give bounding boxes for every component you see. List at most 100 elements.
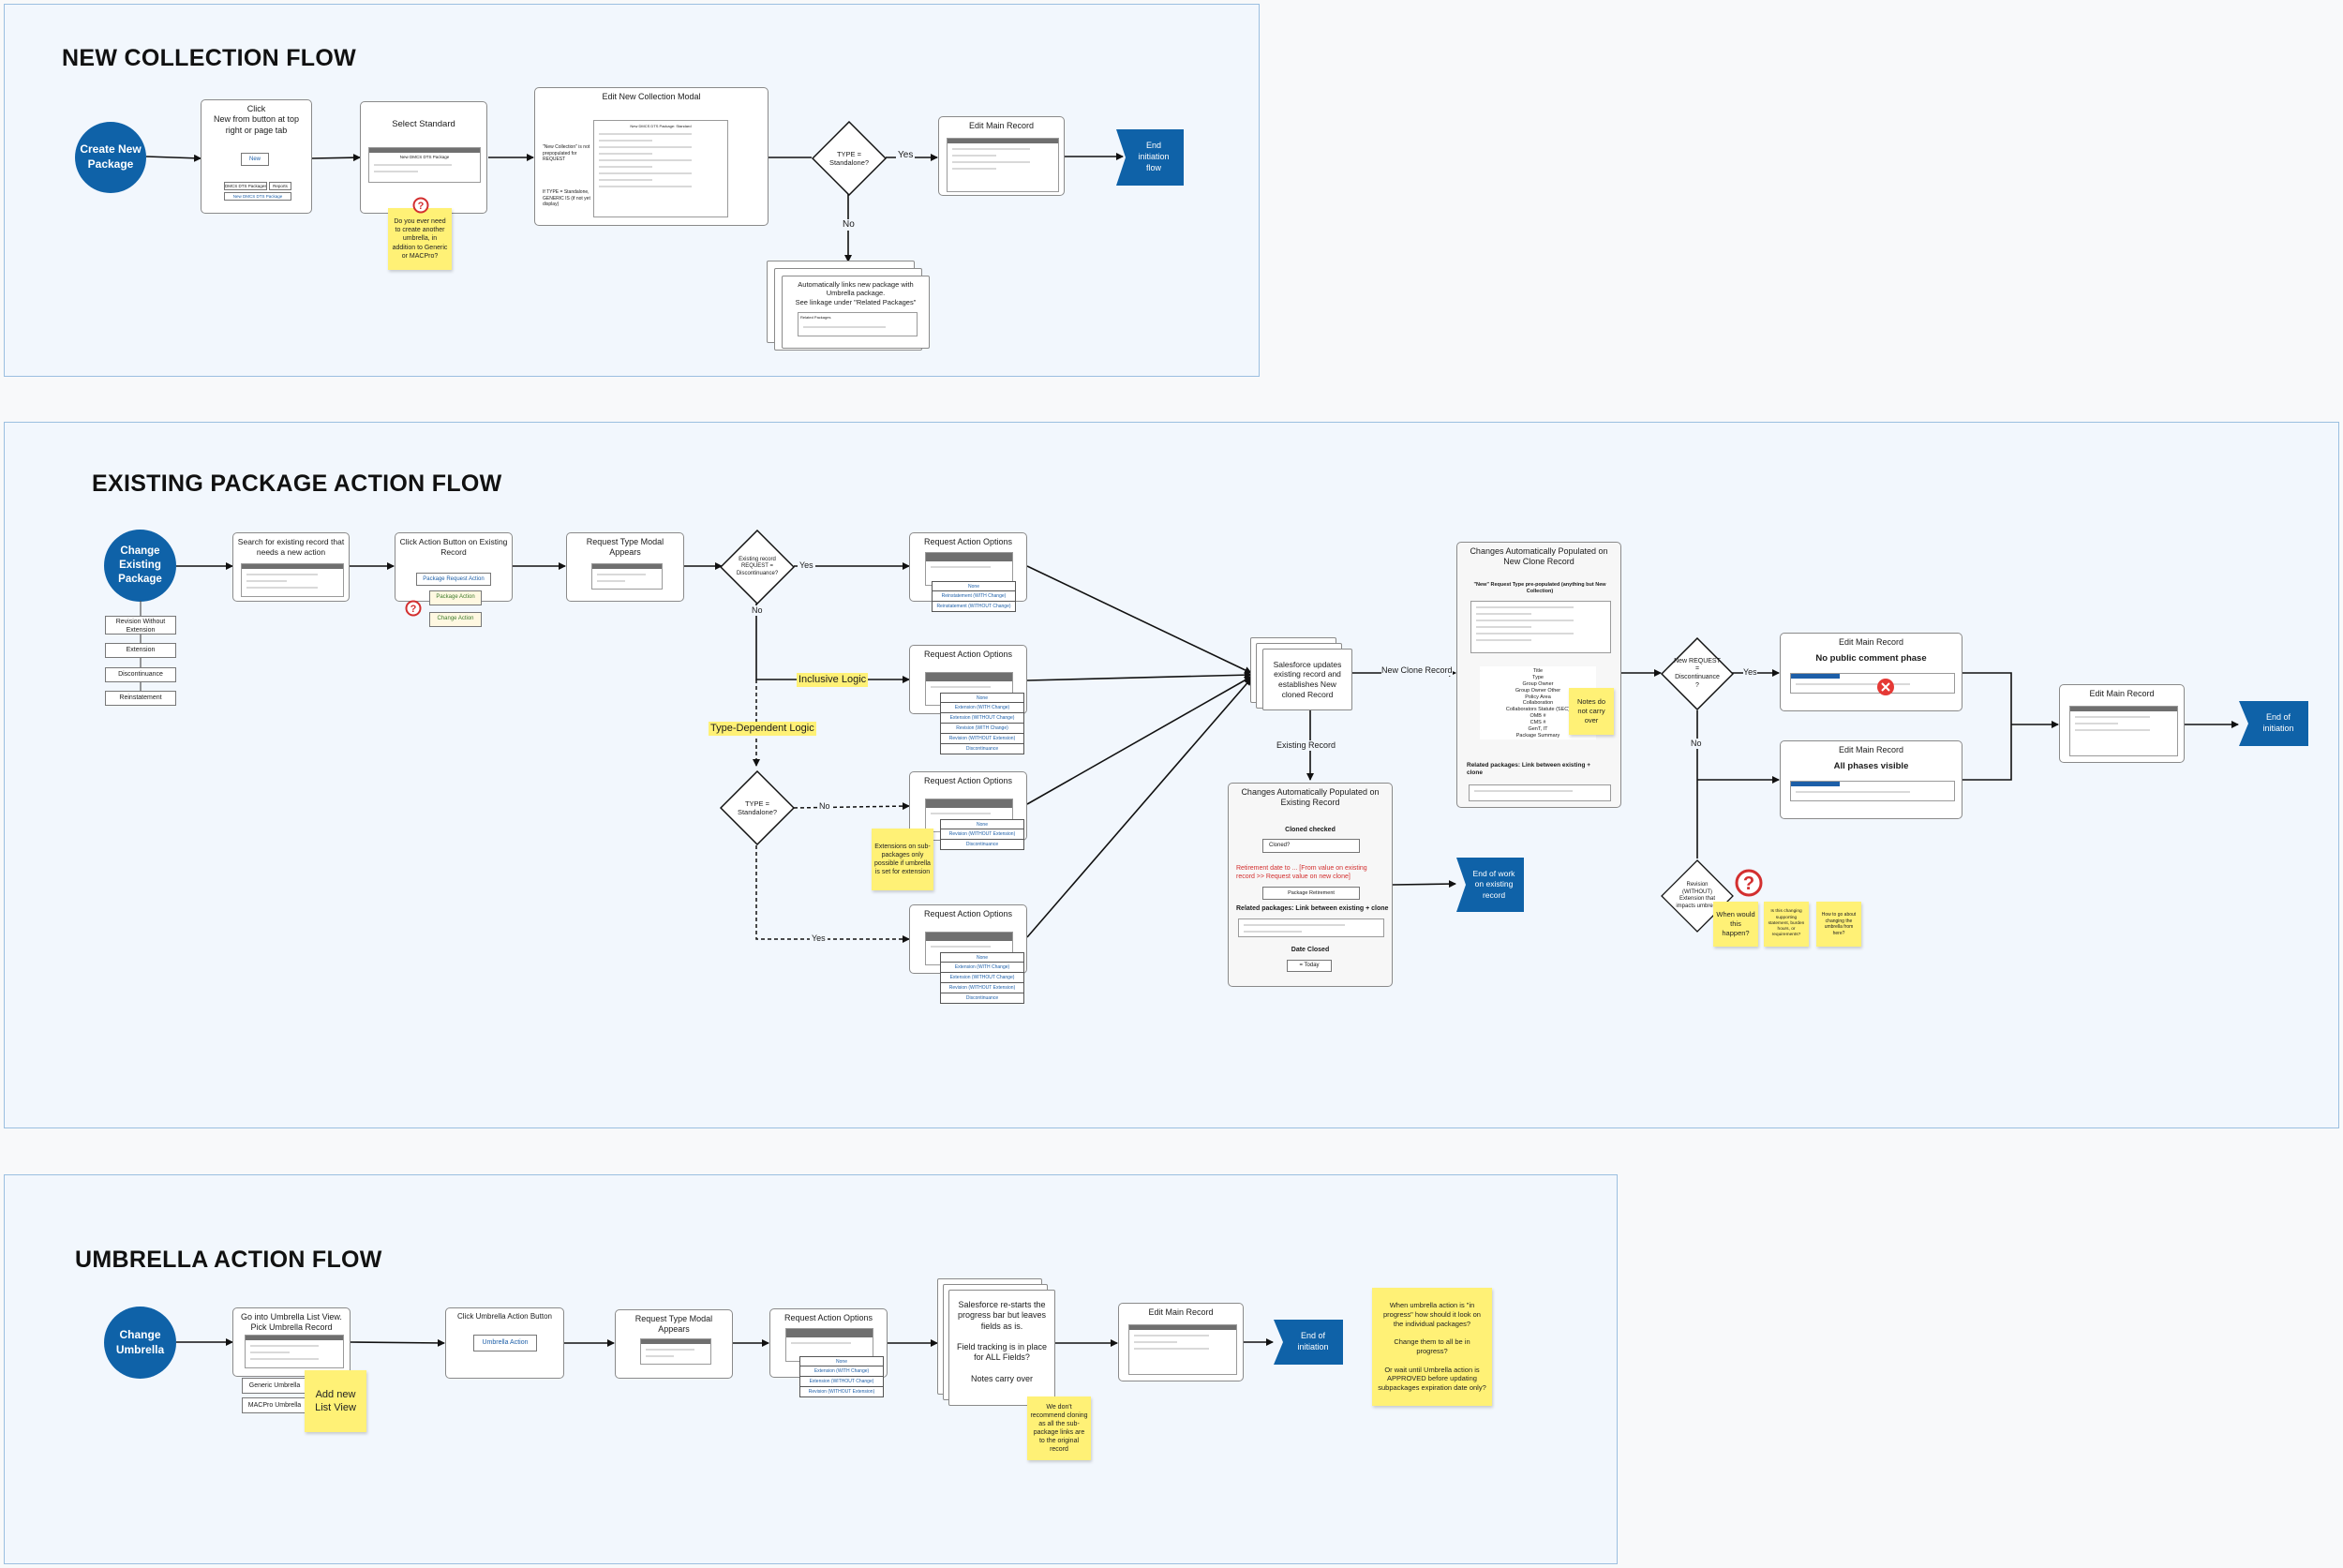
ua-request-modal-title: Request Type Modal Appears	[634, 1314, 713, 1335]
nc-edit-main-screenshot	[947, 138, 1059, 192]
existing-related-screenshot	[1238, 918, 1384, 937]
existing-record-label: Existing Record	[1276, 740, 1336, 751]
ua-end-initiation-terminator	[1274, 1320, 1343, 1365]
rao2-title: Request Action Options	[923, 650, 1013, 659]
clone-fields-screenshot	[1470, 601, 1611, 653]
rao3-option[interactable]: Discontinuance	[940, 840, 1024, 850]
rao4-title: Request Action Options	[923, 909, 1013, 918]
inclusive-logic-label: Inclusive Logic	[797, 673, 869, 688]
edit-new-collection-step: Edit New Collection Modal New DMCS DTS P…	[534, 87, 769, 226]
ep-yes-label-3: Yes	[1743, 667, 1757, 678]
ua-rao-option[interactable]: Extension (WITH Change)	[799, 1366, 884, 1377]
end-initiation-flow-label: End initiation flow	[1138, 141, 1170, 172]
rao2-option[interactable]: Revision (WITH Change)	[940, 724, 1024, 734]
auto-link-text: Automatically links new package with Umb…	[795, 280, 917, 306]
action-reinstatement: Reinstatement	[105, 691, 176, 706]
discontinuance-decision-label: Existing record REQUEST = Discontinuance…	[736, 556, 779, 576]
date-closed-value: = Today	[1287, 960, 1332, 972]
rao3-option-list: None Revision (WITHOUT Extension) Discon…	[940, 819, 1024, 850]
ua-rao-option[interactable]: Extension (WITHOUT Change)	[799, 1377, 884, 1387]
change-action-button[interactable]: Change Action	[429, 612, 482, 627]
click-new-title: Click New from button at top right or pa…	[213, 104, 300, 135]
new-collection-title: NEW COLLECTION FLOW	[62, 45, 356, 71]
new-collection-modal: New DMCS DTS Package: Standard	[593, 120, 728, 217]
related-packages-label: Related Packages	[800, 315, 831, 320]
new-package-menu-item[interactable]: New DMCS DTS Package	[224, 192, 291, 201]
svg-text:?: ?	[410, 604, 417, 615]
salesforce-updates-doc: Salesforce updates existing record and e…	[1262, 649, 1352, 710]
all-phases-label: All phases visible	[1833, 761, 1909, 772]
type-standalone-decision-ep	[720, 770, 795, 845]
end-existing-label: End of work on existing record	[1472, 869, 1515, 900]
edit-main-final-title: Edit Main Record	[2089, 689, 2155, 698]
rao4-option[interactable]: Revision (WITHOUT Extension)	[940, 983, 1024, 993]
new-request-decision-label: New REQUEST = Discontinuance ?	[1674, 657, 1721, 689]
ua-salesforce-text: Salesforce re-starts the progress bar bu…	[956, 1300, 1048, 1383]
macpro-umbrella-item[interactable]: MACPro Umbrella	[242, 1397, 307, 1413]
package-request-action-button[interactable]: Package Request Action	[416, 573, 491, 586]
ua-request-modal-screenshot	[640, 1338, 711, 1365]
umbrella-progress-question-sticky: When umbrella action is "in progress" ho…	[1372, 1288, 1492, 1406]
edit-main-no-comment: Edit Main Record No public comment phase	[1780, 633, 1962, 711]
when-sticky: When would this happen?	[1713, 902, 1758, 947]
rao2-option[interactable]: None	[940, 693, 1024, 703]
rao2-option[interactable]: Extension (WITHOUT Change)	[940, 713, 1024, 724]
ua-rao-title: Request Action Options	[783, 1313, 873, 1322]
rao3-title: Request Action Options	[923, 776, 1013, 785]
no-public-comment-label: No public comment phase	[1815, 653, 1927, 665]
rao2-option[interactable]: Extension (WITH Change)	[940, 703, 1024, 713]
ua-rao-option[interactable]: None	[799, 1356, 884, 1366]
rao2-option[interactable]: Discontinuance	[940, 744, 1024, 754]
action-extension: Extension	[105, 643, 176, 658]
umbrella-question-sticky: Do you ever need to create another umbre…	[388, 208, 452, 270]
rao4-option[interactable]: None	[940, 952, 1024, 963]
search-existing-record-step: Search for existing record that needs a …	[232, 532, 350, 602]
action-discontinuance: Discontinuance	[105, 667, 176, 682]
revision-umbrella-label: Revision (WITHOUT) Extension that impact…	[1676, 882, 1719, 909]
new-button[interactable]: New	[241, 153, 269, 166]
rao4-option[interactable]: Extension (WITHOUT Change)	[940, 973, 1024, 983]
svg-text:?: ?	[1743, 874, 1754, 894]
salesforce-updates-text: Salesforce updates existing record and e…	[1273, 659, 1342, 699]
new-collection-modal-title: New DMCS DTS Package: Standard	[630, 124, 692, 128]
changes-clone-record: Changes Automatically Populated on New C…	[1456, 542, 1621, 808]
ua-salesforce-doc: Salesforce re-starts the progress bar bu…	[948, 1290, 1055, 1406]
end-of-initiation-label: End of initiation	[2262, 712, 2294, 733]
rao4-option[interactable]: Extension (WITH Change)	[940, 963, 1024, 973]
package-action-button[interactable]: Package Action	[429, 590, 482, 605]
clone-related-screenshot	[1469, 784, 1611, 801]
ep-no-label-2: No	[817, 801, 832, 812]
umbrella-action-button[interactable]: Umbrella Action	[473, 1335, 537, 1351]
ua-request-type-modal-step: Request Type Modal Appears	[615, 1309, 733, 1379]
rao3-option[interactable]: Revision (WITHOUT Extension)	[940, 829, 1024, 840]
rao1-option[interactable]: Reinstatement (WITHOUT Change)	[932, 602, 1016, 612]
umbrella-list-title: Go into Umbrella List View. Pick Umbrell…	[241, 1312, 342, 1333]
type-standalone-label: TYPE = Standalone?	[828, 149, 870, 167]
ua-rao-option[interactable]: Revision (WITHOUT Extension)	[799, 1387, 884, 1397]
existing-related-link: Related packages: Link between existing …	[1236, 905, 1389, 912]
search-list-screenshot	[241, 563, 344, 597]
rao1-option[interactable]: None	[932, 581, 1016, 591]
ua-rao-option-list: None Extension (WITH Change) Extension (…	[799, 1356, 884, 1397]
package-retirement-field: Package Retirement	[1262, 887, 1360, 900]
create-new-package-start: Create New Package	[75, 122, 146, 193]
modal-note-request: "New Collection" is not prepopulated for…	[543, 144, 590, 162]
new-clone-record-label: New Clone Record	[1381, 665, 1453, 676]
packages-tab[interactable]: DMCS DTS Packages	[224, 182, 267, 190]
question-icon: ?	[1735, 869, 1763, 897]
generic-umbrella-item[interactable]: Generic Umbrella	[242, 1378, 307, 1394]
existing-package-title: EXISTING PACKAGE ACTION FLOW	[92, 470, 502, 497]
rao4-option[interactable]: Discontinuance	[940, 993, 1024, 1004]
rao1-option[interactable]: Reinstatement (WITH Change)	[932, 591, 1016, 602]
date-closed-label: Date Closed	[1291, 947, 1330, 953]
notes-sticky: Notes do not carry over	[1569, 688, 1614, 735]
rao2-option[interactable]: Revision (WITHOUT Extension)	[940, 734, 1024, 744]
auto-link-doc: Automatically links new package with Umb…	[782, 276, 930, 349]
request-type-modal-title: Request Type Modal Appears	[586, 537, 664, 558]
type-dependent-logic-label: Type-Dependent Logic	[709, 722, 816, 737]
reports-tab[interactable]: Reports	[269, 182, 291, 190]
rao3-option[interactable]: None	[940, 819, 1024, 829]
new-request-discontinuance-decision	[1661, 637, 1734, 710]
cloned-field: Cloned?	[1262, 839, 1360, 853]
edit-new-collection-title: Edit New Collection Modal	[602, 92, 701, 101]
